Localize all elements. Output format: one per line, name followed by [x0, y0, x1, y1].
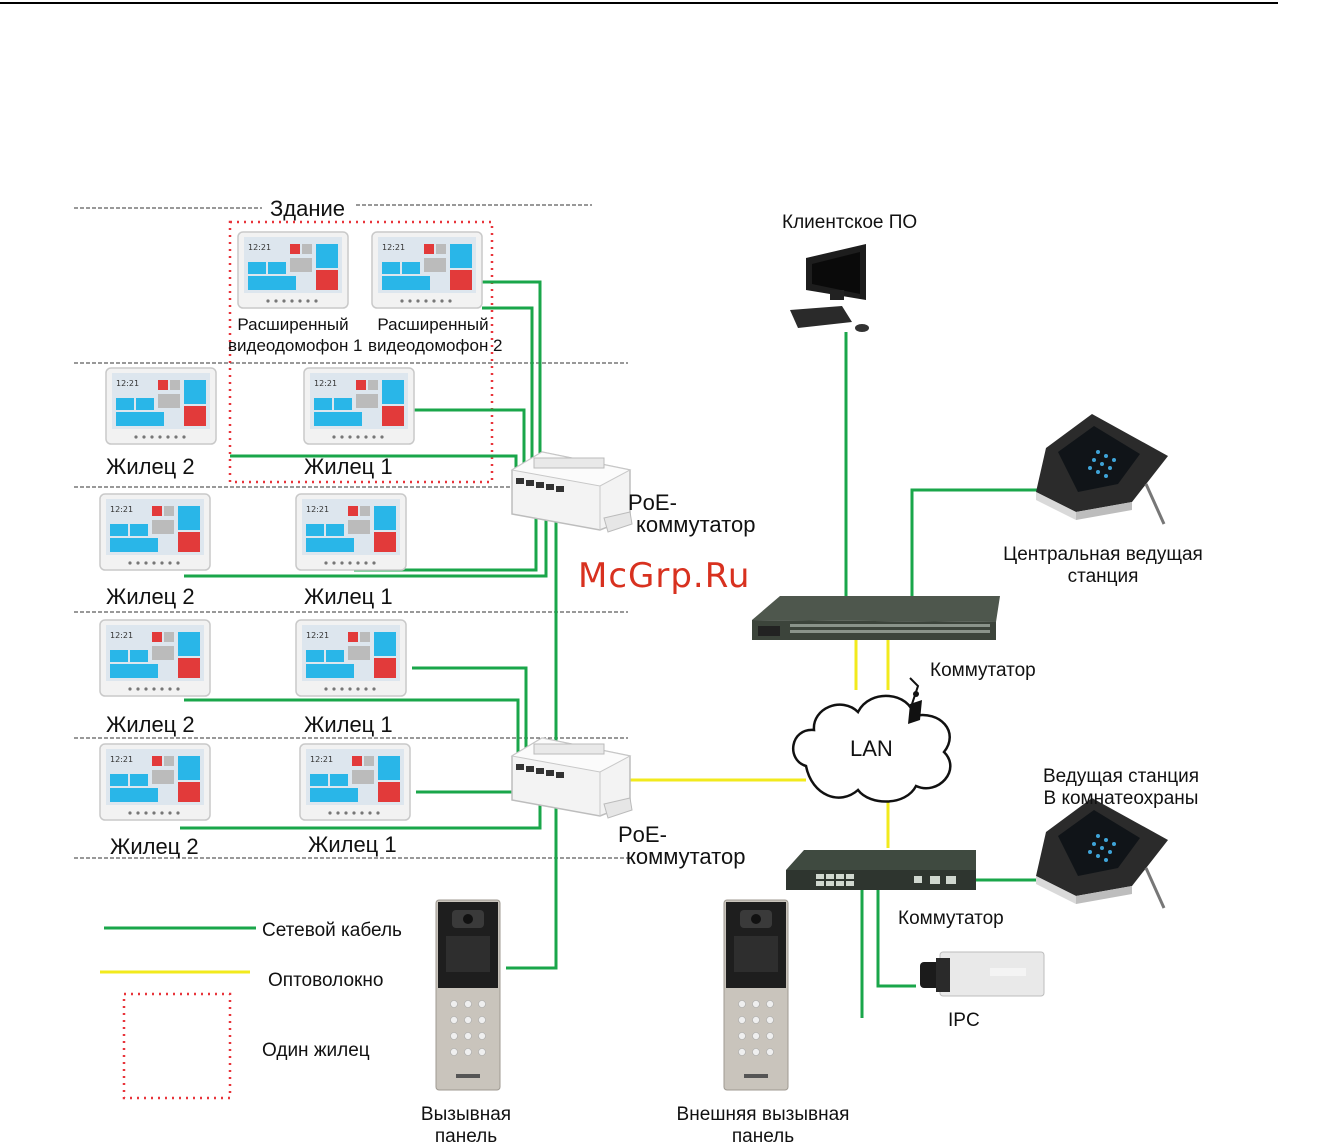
poe-switch-1-label-line1: PoE-: [628, 490, 677, 515]
extended-monitor-1: [237, 231, 349, 309]
extended-monitor-2-label: Расширенный видеодомофон 2: [368, 314, 503, 356]
legend-fiber: Оптоволокно: [268, 970, 384, 991]
resident-monitor: [99, 493, 211, 571]
poe-switch-2: [511, 737, 633, 819]
lan-cloud-icon: [791, 677, 952, 803]
central-master-label: Центральная ведущая станция: [970, 544, 1236, 588]
building-label: Здание: [270, 196, 346, 221]
resident-label: Жилец 1: [304, 584, 393, 609]
client-software-label: Клиентское ПО: [782, 212, 918, 233]
poe-switch-2-label-line2: коммутатор: [626, 844, 746, 869]
ipc-label: IPC: [948, 1010, 980, 1031]
extended-monitor-1-label-line1: Расширенный: [237, 315, 349, 334]
door-station-label-line1: Вызывная: [420, 1104, 512, 1125]
outer-door-station-icon: [723, 899, 789, 1091]
central-master-label-line1: Центральная ведущая: [1003, 544, 1203, 565]
resident-monitor: [299, 743, 411, 821]
extended-monitor-2-label-line2: видеодомофон 2: [368, 336, 503, 355]
poe-switch-2-label: PoE- коммутатор: [618, 824, 746, 868]
poe-switch-1-label: PoE- коммутатор: [628, 492, 756, 536]
resident-monitor: [295, 619, 407, 697]
poe-switch-2-label-line1: PoE-: [618, 822, 667, 847]
resident-monitor: [303, 367, 415, 445]
guard-master-label-line1: Ведущая станция: [1042, 766, 1199, 787]
outer-door-station-label-line2: панель: [731, 1126, 795, 1146]
resident-monitor: [295, 493, 407, 571]
extended-monitor-2-label-line1: Расширенный: [377, 315, 489, 334]
legend-network-cable: Сетевой кабель: [262, 920, 402, 941]
resident-label: Жилец 2: [106, 454, 195, 479]
extended-monitor-2: [371, 231, 483, 309]
guard-switch-label: Коммутатор: [898, 908, 1004, 929]
resident-label: Жилец 1: [304, 712, 393, 737]
extended-monitor-1-label: Расширенный видеодомофон 1: [228, 314, 363, 356]
guard-master-station-icon: [1034, 796, 1170, 910]
resident-label: Жилец 2: [106, 712, 195, 737]
door-station-label-line2: панель: [434, 1126, 498, 1146]
legend-resident-box: [122, 992, 232, 1100]
outer-door-station-label: Внешняя вызывная панель: [650, 1104, 876, 1146]
lan-label: LAN: [850, 736, 893, 761]
resident-monitor: [99, 743, 211, 821]
outer-door-station-label-line1: Внешняя вызывная: [676, 1104, 850, 1125]
client-pc-icon: [790, 244, 869, 332]
resident-monitor: [99, 619, 211, 697]
poe-switch-1: [511, 451, 633, 533]
central-master-station-icon: [1034, 412, 1170, 526]
core-switch-label: Коммутатор: [930, 660, 1036, 681]
resident-label: Жилец 1: [304, 454, 393, 479]
floor-dividers: [74, 204, 628, 859]
legend-one-resident: Один жилец: [262, 1040, 370, 1061]
watermark: McGrp.Ru: [578, 556, 751, 596]
door-station-icon: [435, 899, 501, 1091]
core-switch-icon: [752, 596, 1000, 640]
ipc-camera-icon: [920, 951, 1045, 997]
central-master-label-line2: станция: [1067, 566, 1139, 587]
guard-master-label-line2: В комнатеохраны: [1043, 788, 1199, 809]
resident-label: Жилец 2: [110, 834, 199, 859]
door-station-label: Вызывная панель: [396, 1104, 536, 1146]
resident-label: Жилец 2: [106, 584, 195, 609]
guard-switch-icon: [786, 850, 976, 890]
extended-monitor-1-label-line2: видеодомофон 1: [228, 336, 363, 355]
resident-monitor: [105, 367, 217, 445]
guard-master-label: Ведущая станция В комнатеохраны: [1002, 766, 1240, 810]
resident-label: Жилец 1: [308, 832, 397, 857]
resident-dotted-box: [228, 220, 494, 484]
poe-switch-1-label-line2: коммутатор: [636, 512, 756, 537]
